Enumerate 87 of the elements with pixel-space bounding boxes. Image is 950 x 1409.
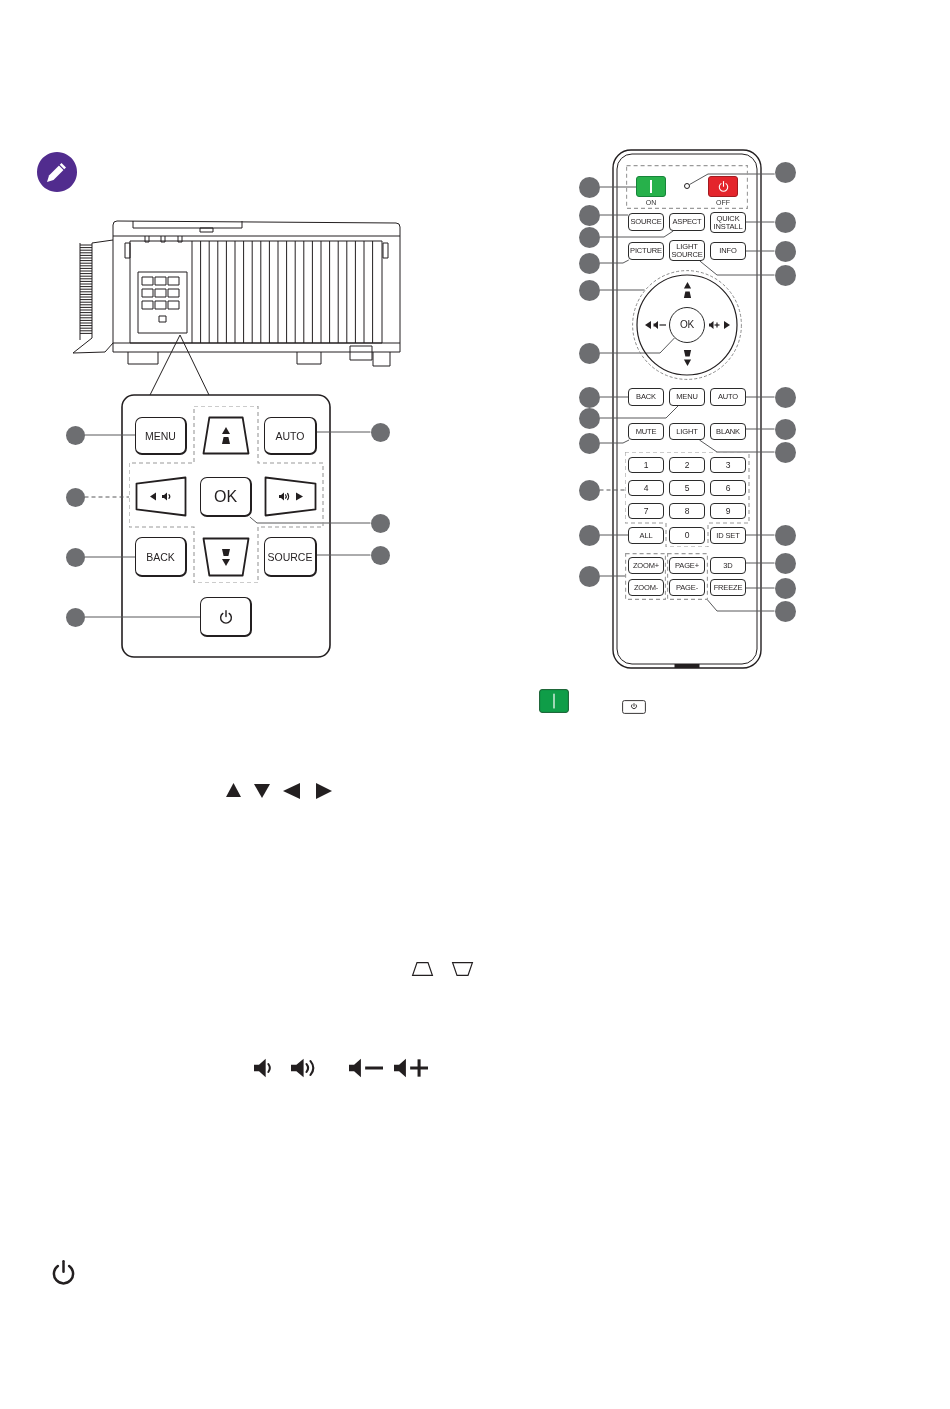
callout-circle	[578, 386, 600, 408]
dashed-outline	[626, 165, 748, 209]
callout-circle	[774, 240, 796, 262]
leader-line	[745, 428, 775, 430]
callout-circle	[774, 600, 796, 622]
callout-circle	[578, 524, 600, 546]
remote-button: 3	[710, 457, 746, 473]
dashed-outline	[625, 553, 666, 600]
panel-button: AUTO	[264, 417, 317, 455]
leader-line	[84, 496, 130, 498]
leader-line	[745, 221, 775, 223]
remote-button: 5	[669, 480, 705, 496]
leader-line	[599, 534, 629, 536]
leader-line	[599, 259, 630, 264]
leader-line	[745, 562, 775, 564]
leader-line	[699, 260, 775, 276]
leader-line	[599, 186, 637, 188]
arrow-button	[202, 537, 250, 577]
leader-line	[698, 439, 775, 453]
callout-circle	[774, 264, 796, 286]
leader-line	[599, 489, 626, 491]
leader-line	[316, 431, 371, 433]
leader-line	[599, 289, 646, 291]
remote-button: 0	[669, 527, 705, 544]
leader-line	[84, 556, 136, 558]
leader-line	[707, 599, 775, 612]
callout-circle	[578, 565, 600, 587]
leader-line	[599, 405, 679, 419]
callout-circle	[774, 161, 796, 183]
callout-circle	[370, 422, 390, 442]
leader-line	[599, 575, 626, 577]
remote-button: 9	[710, 503, 746, 519]
callout-circle	[578, 226, 600, 248]
dashed-outline	[667, 553, 708, 600]
arrow-button	[264, 476, 317, 517]
callout-circle	[578, 279, 600, 301]
callout-circle	[774, 524, 796, 546]
panel-button: BACK	[135, 537, 187, 577]
leader-line	[249, 516, 371, 524]
callout-circle	[65, 487, 85, 507]
callout-circle	[774, 577, 796, 599]
leader-line	[599, 396, 629, 398]
leader-line	[316, 554, 371, 556]
callout-circle	[774, 386, 796, 408]
round-button: OK	[669, 307, 705, 343]
leader-line	[599, 439, 630, 444]
callout-circle	[578, 252, 600, 274]
leader-line	[599, 337, 675, 354]
leader-line	[745, 396, 775, 398]
leader-line	[84, 434, 136, 436]
panel-button: SOURCE	[264, 537, 317, 577]
leader-line	[599, 214, 629, 216]
callout-circle	[578, 176, 600, 198]
callout-circle	[774, 441, 796, 463]
remote-button: 1	[628, 457, 664, 473]
remote-button: 8	[669, 503, 705, 519]
callout-circle	[774, 552, 796, 574]
leader-line	[84, 616, 201, 618]
callout-circle	[578, 342, 600, 364]
callout-circle	[578, 407, 600, 429]
callout-circle	[774, 418, 796, 440]
leader-line	[599, 230, 674, 238]
remote-button: 4	[628, 480, 664, 496]
remote-button: 2	[669, 457, 705, 473]
callout-circle	[578, 479, 600, 501]
panel-button: MENU	[135, 417, 187, 455]
leader-line	[689, 173, 776, 185]
arrow-button	[202, 416, 250, 455]
callout-circle	[578, 432, 600, 454]
callout-circle	[578, 204, 600, 226]
callout-circle	[370, 513, 390, 533]
callout-circle	[774, 211, 796, 233]
power-button	[200, 597, 252, 637]
callout-circle	[65, 547, 85, 567]
callout-circle	[65, 425, 85, 445]
leader-line	[745, 534, 775, 536]
dashed-outline	[625, 452, 750, 547]
callout-circle	[370, 545, 390, 565]
remote-button: 7	[628, 503, 664, 519]
arrow-button	[135, 476, 187, 517]
panel-button: OK	[200, 477, 252, 517]
leader-line	[745, 250, 775, 252]
leader-line	[745, 587, 775, 589]
remote-button: 6	[710, 480, 746, 496]
dashed-outline	[129, 406, 324, 583]
callout-circle	[65, 607, 85, 627]
navigation-ring	[632, 270, 742, 380]
